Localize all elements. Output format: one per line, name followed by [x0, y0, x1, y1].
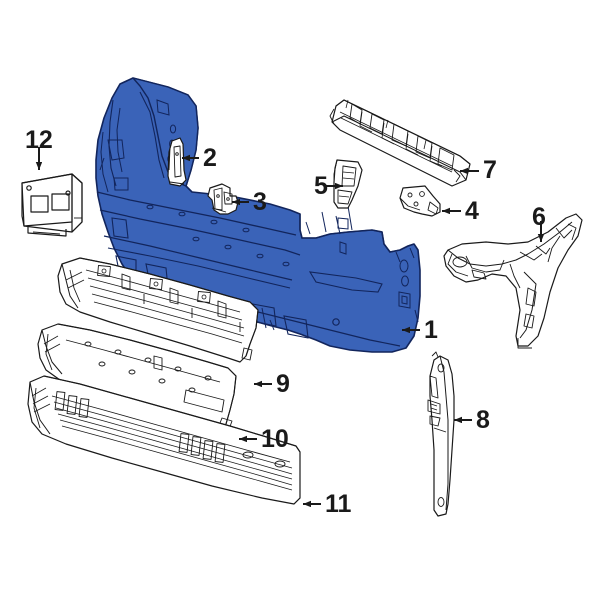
callout-label-3[interactable]: 3: [253, 188, 267, 216]
part-bumper-side-support[interactable]: [333, 159, 363, 209]
part-mounting-plate-bracket[interactable]: [399, 185, 441, 217]
part-license-plate-bracket[interactable]: [21, 173, 83, 237]
callout-label-8[interactable]: 8: [476, 406, 490, 434]
part-bumper-impact-bar[interactable]: [27, 375, 301, 505]
callout-label-2[interactable]: 2: [203, 144, 217, 172]
callout-label-7[interactable]: 7: [483, 156, 497, 184]
callout-label-4[interactable]: 4: [465, 197, 479, 225]
part-fog-lamp-mounting-bracket[interactable]: [443, 213, 583, 349]
callout-label-5[interactable]: 5: [314, 172, 328, 200]
part-lower-grille-surround[interactable]: [57, 257, 259, 363]
callout-label-11[interactable]: 11: [325, 490, 352, 518]
part-lower-valance-molding[interactable]: [37, 323, 237, 433]
callout-leader-lines: [35, 147, 545, 508]
part-bumper-energy-absorber[interactable]: [329, 99, 471, 187]
callout-label-1[interactable]: 1: [424, 316, 438, 344]
part-upper-side-bracket[interactable]: [167, 137, 187, 187]
part-side-mounting-rail[interactable]: [427, 351, 455, 517]
callout-label-12[interactable]: 12: [25, 126, 53, 154]
part-side-retainer-bracket[interactable]: [207, 183, 239, 215]
callout-label-10[interactable]: 10: [261, 425, 289, 453]
callout-label-6[interactable]: 6: [532, 203, 546, 231]
callout-label-9[interactable]: 9: [276, 370, 290, 398]
